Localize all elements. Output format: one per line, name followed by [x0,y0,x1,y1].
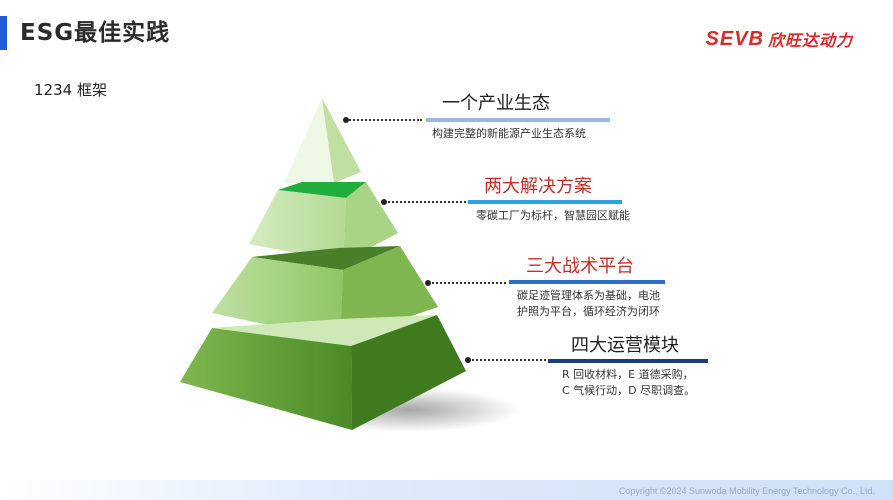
tier1-title: 一个产业生态 [442,93,550,114]
tier2-right-face [343,182,398,262]
title-accent-bar [0,16,7,50]
framework-subtitle: 1234 框架 [34,81,107,99]
copyright-text: Copyright ©2024 Sunwoda Mobility Energy … [618,486,875,496]
tier2-description: 零碳工厂为标杆，智慧园区赋能 [476,209,630,222]
tier1-underline [426,118,610,122]
tier3-description-line1: 碳足迹管理体系为基础，电池 [517,289,660,302]
tier3-right-face [340,246,438,340]
tier1-right-face [322,98,361,183]
tier2-left-face [249,190,346,262]
tier4-right-face [351,315,466,430]
tier2-top-face [278,182,366,198]
page-title: ESG最佳实践 [20,20,171,46]
tier4-top-face [212,315,437,346]
company-logo: SEVB 欣旺达动力 [706,26,853,52]
tier3-left-face [212,257,343,340]
tier2-underline [468,200,622,204]
logo-mark: SEVB [705,27,764,50]
tier4-description-line1: R 回收材料，E 道德采购， [562,368,694,381]
tier2-connector [381,199,466,205]
tier3-top-face [252,246,400,270]
tier3-description-line2: 护照为平台，循环经济为闭环 [517,305,660,318]
tier3-connector [425,280,506,286]
tier1-left-face [284,98,334,183]
tier4-description-line2: C 气候行动，D 尽职调查。 [562,384,696,397]
tier4-left-face [180,328,352,430]
logo-text: 欣旺达动力 [767,31,853,50]
tier2-title: 两大解决方案 [484,176,592,197]
tier4-description: R 回收材料，E 道德采购， C 气候行动，D 尽职调查。 [562,367,695,399]
tier1-description: 构建完整的新能源产业生态系统 [432,127,586,140]
tier4-connector [465,357,546,363]
footer-band [0,480,893,500]
tier4-underline [548,359,708,363]
tier4-title: 四大运营模块 [571,335,679,356]
tier1-connector [343,117,422,123]
tier3-underline [509,280,665,284]
tier3-title: 三大战术平台 [526,256,634,277]
tier3-description: 碳足迹管理体系为基础，电池 护照为平台，循环经济为闭环 [517,288,660,320]
